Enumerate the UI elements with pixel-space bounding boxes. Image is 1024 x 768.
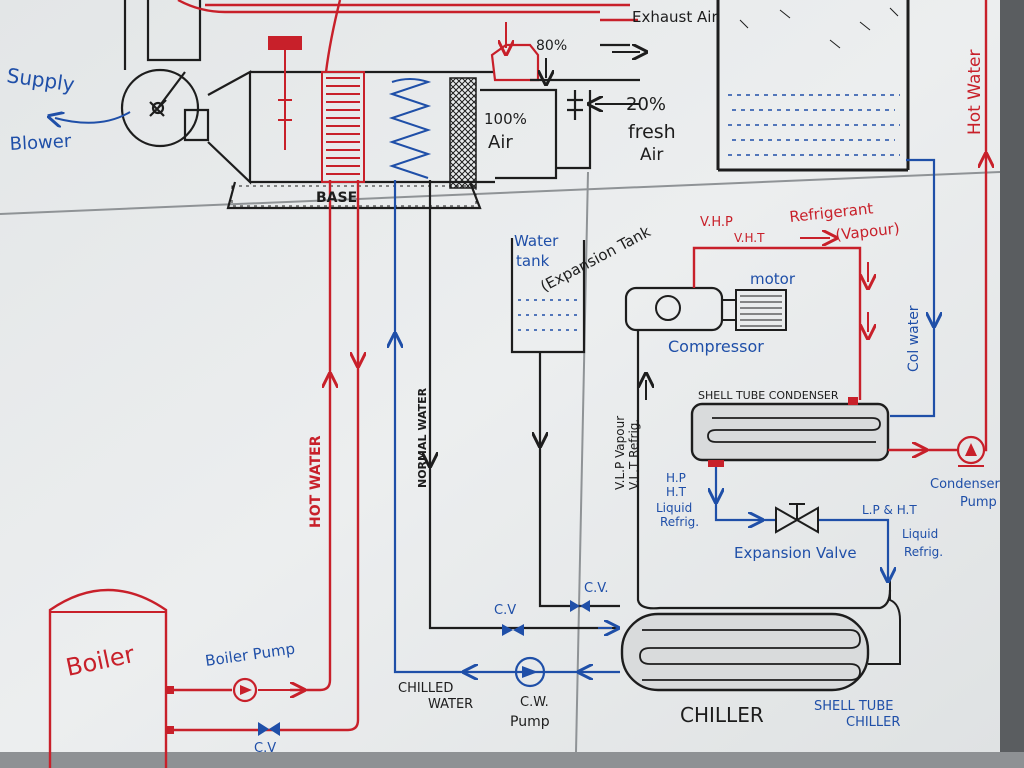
label-condenser-pump-2: Pump <box>960 495 997 510</box>
heating-coil-frame <box>321 71 365 183</box>
label-cv-normal: C.V <box>494 603 516 618</box>
whiteboard-frame-bottom <box>0 752 1024 768</box>
label-condenser-pump-1: Condenser <box>930 477 1001 492</box>
label-expansion-valve: Expansion Valve <box>734 544 857 562</box>
label-water-tank-1: Water <box>514 232 559 250</box>
label-80-percent: 80% <box>536 38 567 54</box>
heating-coil <box>326 77 360 175</box>
shell-tube-condenser <box>690 397 890 467</box>
supply-blower-arrow <box>55 112 131 123</box>
label-ht: H.T <box>666 485 687 499</box>
suction-pipe <box>636 330 892 610</box>
label-vhp: V.H.P <box>700 215 733 230</box>
ahu-filter <box>449 77 477 189</box>
condenser-pump <box>956 435 986 467</box>
label-liquid-refrig-1: Liquid <box>656 501 692 515</box>
label-lp-lt: L.P & H.T <box>862 503 917 517</box>
label-hp: H.P <box>666 471 686 485</box>
chiller-refrig-in <box>868 580 901 665</box>
label-liquid-refrig-2: Refrig. <box>660 515 699 529</box>
label-fresh: fresh <box>628 121 676 143</box>
boiler <box>48 588 174 768</box>
label-exhaust-air: Exhaust Air <box>632 8 718 26</box>
label-col-water: Col water <box>906 305 922 372</box>
label-chilled-water-2: WATER <box>428 697 473 712</box>
label-liquid-refrig-r2: Refrig. <box>904 545 943 559</box>
label-normal-water: NORMAL WATER <box>416 387 429 488</box>
label-cv-expansion: C.V. <box>584 581 609 596</box>
return-duct-red <box>177 0 638 73</box>
whiteboard-frame-right <box>1000 0 1024 768</box>
humidifier-box <box>268 36 302 50</box>
check-valve-normal <box>502 624 524 636</box>
cw-pump <box>514 656 546 688</box>
check-valve-boiler <box>258 722 280 736</box>
board-seam-horizontal <box>0 171 1001 215</box>
label-liquid-refrig-r1: Liquid <box>902 527 938 541</box>
cooling-coil <box>388 78 432 179</box>
hot-water-return-pipe <box>170 180 360 732</box>
label-compressor: Compressor <box>668 337 764 356</box>
label-shell-tube-chiller-2: CHILLER <box>846 715 900 730</box>
expansion-valve <box>775 503 819 534</box>
label-chiller: CHILLER <box>680 703 764 727</box>
cooling-tower <box>716 0 910 172</box>
label-cw-pump-1: C.W. <box>520 695 549 710</box>
label-cv-boiler: C.V <box>254 741 276 756</box>
cooling-water-blue-pipe <box>890 158 936 418</box>
label-20-percent: 20% <box>626 94 666 115</box>
normal-water-pipe <box>428 180 620 630</box>
label-hot-water: HOT WATER <box>308 435 324 528</box>
label-base: BASE <box>316 190 357 206</box>
label-vht: V.H.T <box>734 231 765 245</box>
ahu-base-hatching <box>231 185 477 207</box>
board-seam-vertical <box>575 171 589 753</box>
label-shell-tube-condenser: SHELL TUBE CONDENSER <box>698 389 839 402</box>
label-chilled-water-1: CHILLED <box>398 681 453 696</box>
boiler-pump <box>232 677 258 703</box>
chiller-vessel <box>620 612 870 692</box>
label-hot-water-right: Hot Water <box>965 49 985 135</box>
label-shell-tube-chiller-1: SHELL TUBE <box>814 699 893 714</box>
check-valve-expansion <box>570 600 590 612</box>
label-water-tank-2: tank <box>516 252 550 270</box>
label-air: Air <box>488 132 513 153</box>
humidifier-pipe <box>278 50 292 150</box>
label-motor: motor <box>750 270 796 288</box>
label-vlt-refrig: V.L.T Refrig. <box>627 419 641 490</box>
expansion-tank <box>510 238 586 354</box>
label-100-percent: 100% <box>484 110 527 128</box>
compressor-unit <box>624 286 787 332</box>
hot-water-supply-pipe <box>290 180 332 692</box>
label-fresh-air: Air <box>640 145 663 165</box>
label-blower: Blower <box>9 131 72 155</box>
label-cw-pump-2: Pump <box>510 714 550 730</box>
label-vlp-vapour: V.L.P Vapour <box>613 416 627 490</box>
